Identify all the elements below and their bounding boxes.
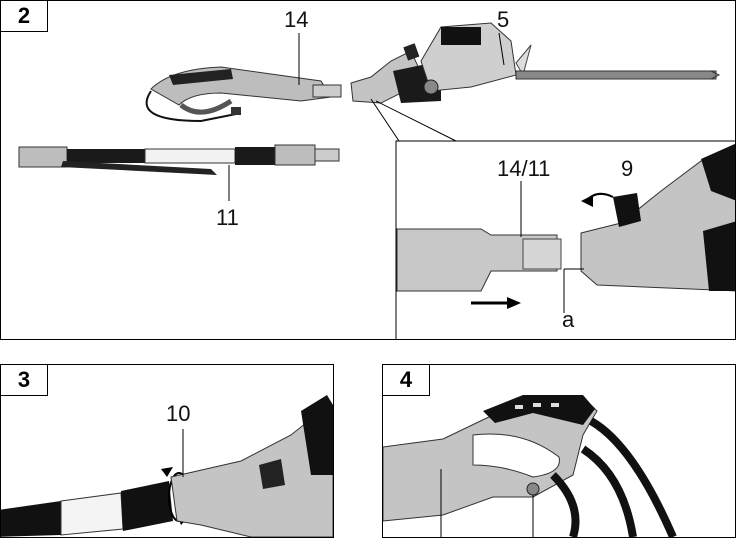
figure-4-number: 4 — [383, 365, 430, 396]
label-a: a — [562, 307, 575, 332]
figure-2-illustration — [18, 22, 735, 339]
figure-3-panel: 3 10 — [0, 364, 334, 538]
figure-4-illustration — [383, 395, 677, 537]
label-14: 14 — [284, 7, 309, 32]
detail-inset — [395, 140, 735, 339]
label-9: 9 — [621, 156, 634, 181]
figure-3-illustration — [1, 395, 333, 537]
figure-3-number: 3 — [1, 365, 48, 396]
label-11: 11 — [216, 205, 239, 230]
label-14-11: 14/11 — [497, 156, 551, 181]
figure-2-number: 2 — [1, 1, 48, 32]
handle-unit — [145, 33, 342, 123]
extension-pole — [18, 144, 340, 201]
figure-4-panel: 4 — [382, 364, 736, 538]
label-5: 5 — [497, 7, 510, 32]
hedge-trimmer-head — [350, 22, 721, 142]
label-10: 10 — [166, 401, 191, 426]
figure-2-panel: 2 — [0, 0, 736, 340]
